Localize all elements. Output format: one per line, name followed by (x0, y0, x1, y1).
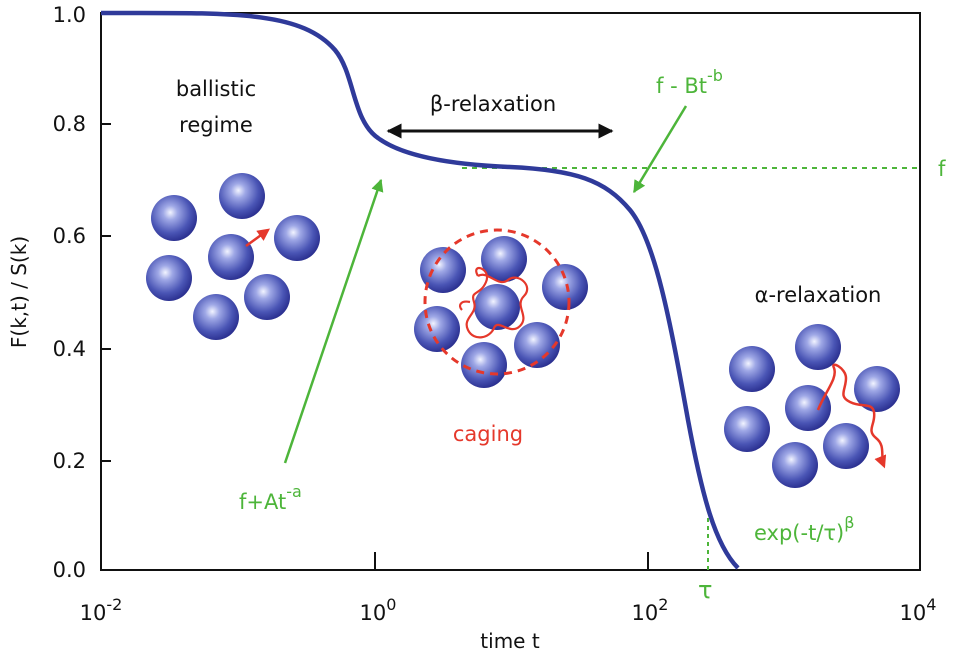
x-axis-title: time t (480, 629, 540, 653)
correlation-curve (100, 10, 740, 570)
particle (219, 173, 265, 219)
x-tick-label: 104 (900, 595, 937, 625)
x-tick-label: 102 (632, 595, 669, 625)
tau-label: τ (698, 576, 712, 604)
y-axis (101, 12, 111, 571)
caged-particle-cluster (414, 228, 588, 388)
particle (474, 284, 520, 330)
caged-trajectory (459, 266, 529, 339)
particle (785, 385, 831, 431)
y-tick-labels: 0.0 0.2 0.4 0.6 0.8 1.0 (53, 3, 86, 582)
particle (795, 324, 841, 370)
y-tick-label: 0.8 (53, 112, 86, 136)
particle (461, 342, 507, 388)
y-tick-label: 1.0 (53, 3, 86, 27)
particle (514, 322, 560, 368)
particle (420, 247, 466, 293)
early-plateau-formula: f+At-a (239, 482, 302, 514)
ballistic-label-line1: ballistic (176, 77, 256, 101)
alpha-relaxation-label: α-relaxation (755, 283, 882, 307)
ballistic-label-line2: regime (179, 113, 253, 137)
early-plateau-arrow (283, 178, 384, 464)
plateau-label: f (938, 157, 946, 181)
diffusion-trajectory (816, 363, 887, 469)
ballistic-motion-arrow (245, 228, 271, 248)
y-tick-label: 0.0 (53, 558, 86, 582)
particle (854, 366, 900, 412)
y-axis-title: F(k,t) / S(k) (7, 236, 31, 348)
particle (193, 294, 239, 340)
y-tick-label: 0.2 (53, 449, 86, 473)
particle (414, 306, 460, 352)
beta-relaxation-label: β-relaxation (430, 92, 556, 116)
particle (208, 234, 254, 280)
alpha-particle-cluster (724, 324, 900, 488)
particle (772, 442, 818, 488)
caging-label: caging (453, 422, 523, 446)
x-tick-label: 100 (360, 595, 397, 625)
cage-boundary (423, 228, 571, 376)
late-plateau-arrow (632, 105, 688, 194)
stretched-exponential-formula: exp(-t/τ)β (754, 513, 854, 545)
x-tick-labels: 10-2 100 102 104 (80, 595, 937, 625)
ballistic-particle-cluster (146, 173, 320, 340)
particle (729, 346, 775, 392)
x-axis (374, 552, 649, 570)
particle (481, 236, 527, 282)
particle (823, 423, 869, 469)
particle (542, 264, 588, 310)
particle (146, 255, 192, 301)
plot-frame (100, 12, 921, 571)
y-tick-label: 0.6 (53, 224, 86, 248)
particle (244, 274, 290, 320)
particle (724, 406, 770, 452)
x-tick-label: 10-2 (80, 595, 123, 625)
y-tick-label: 0.4 (53, 337, 86, 361)
particle (274, 215, 320, 261)
late-plateau-formula: f - Bt-b (656, 66, 723, 98)
particle (151, 195, 197, 241)
